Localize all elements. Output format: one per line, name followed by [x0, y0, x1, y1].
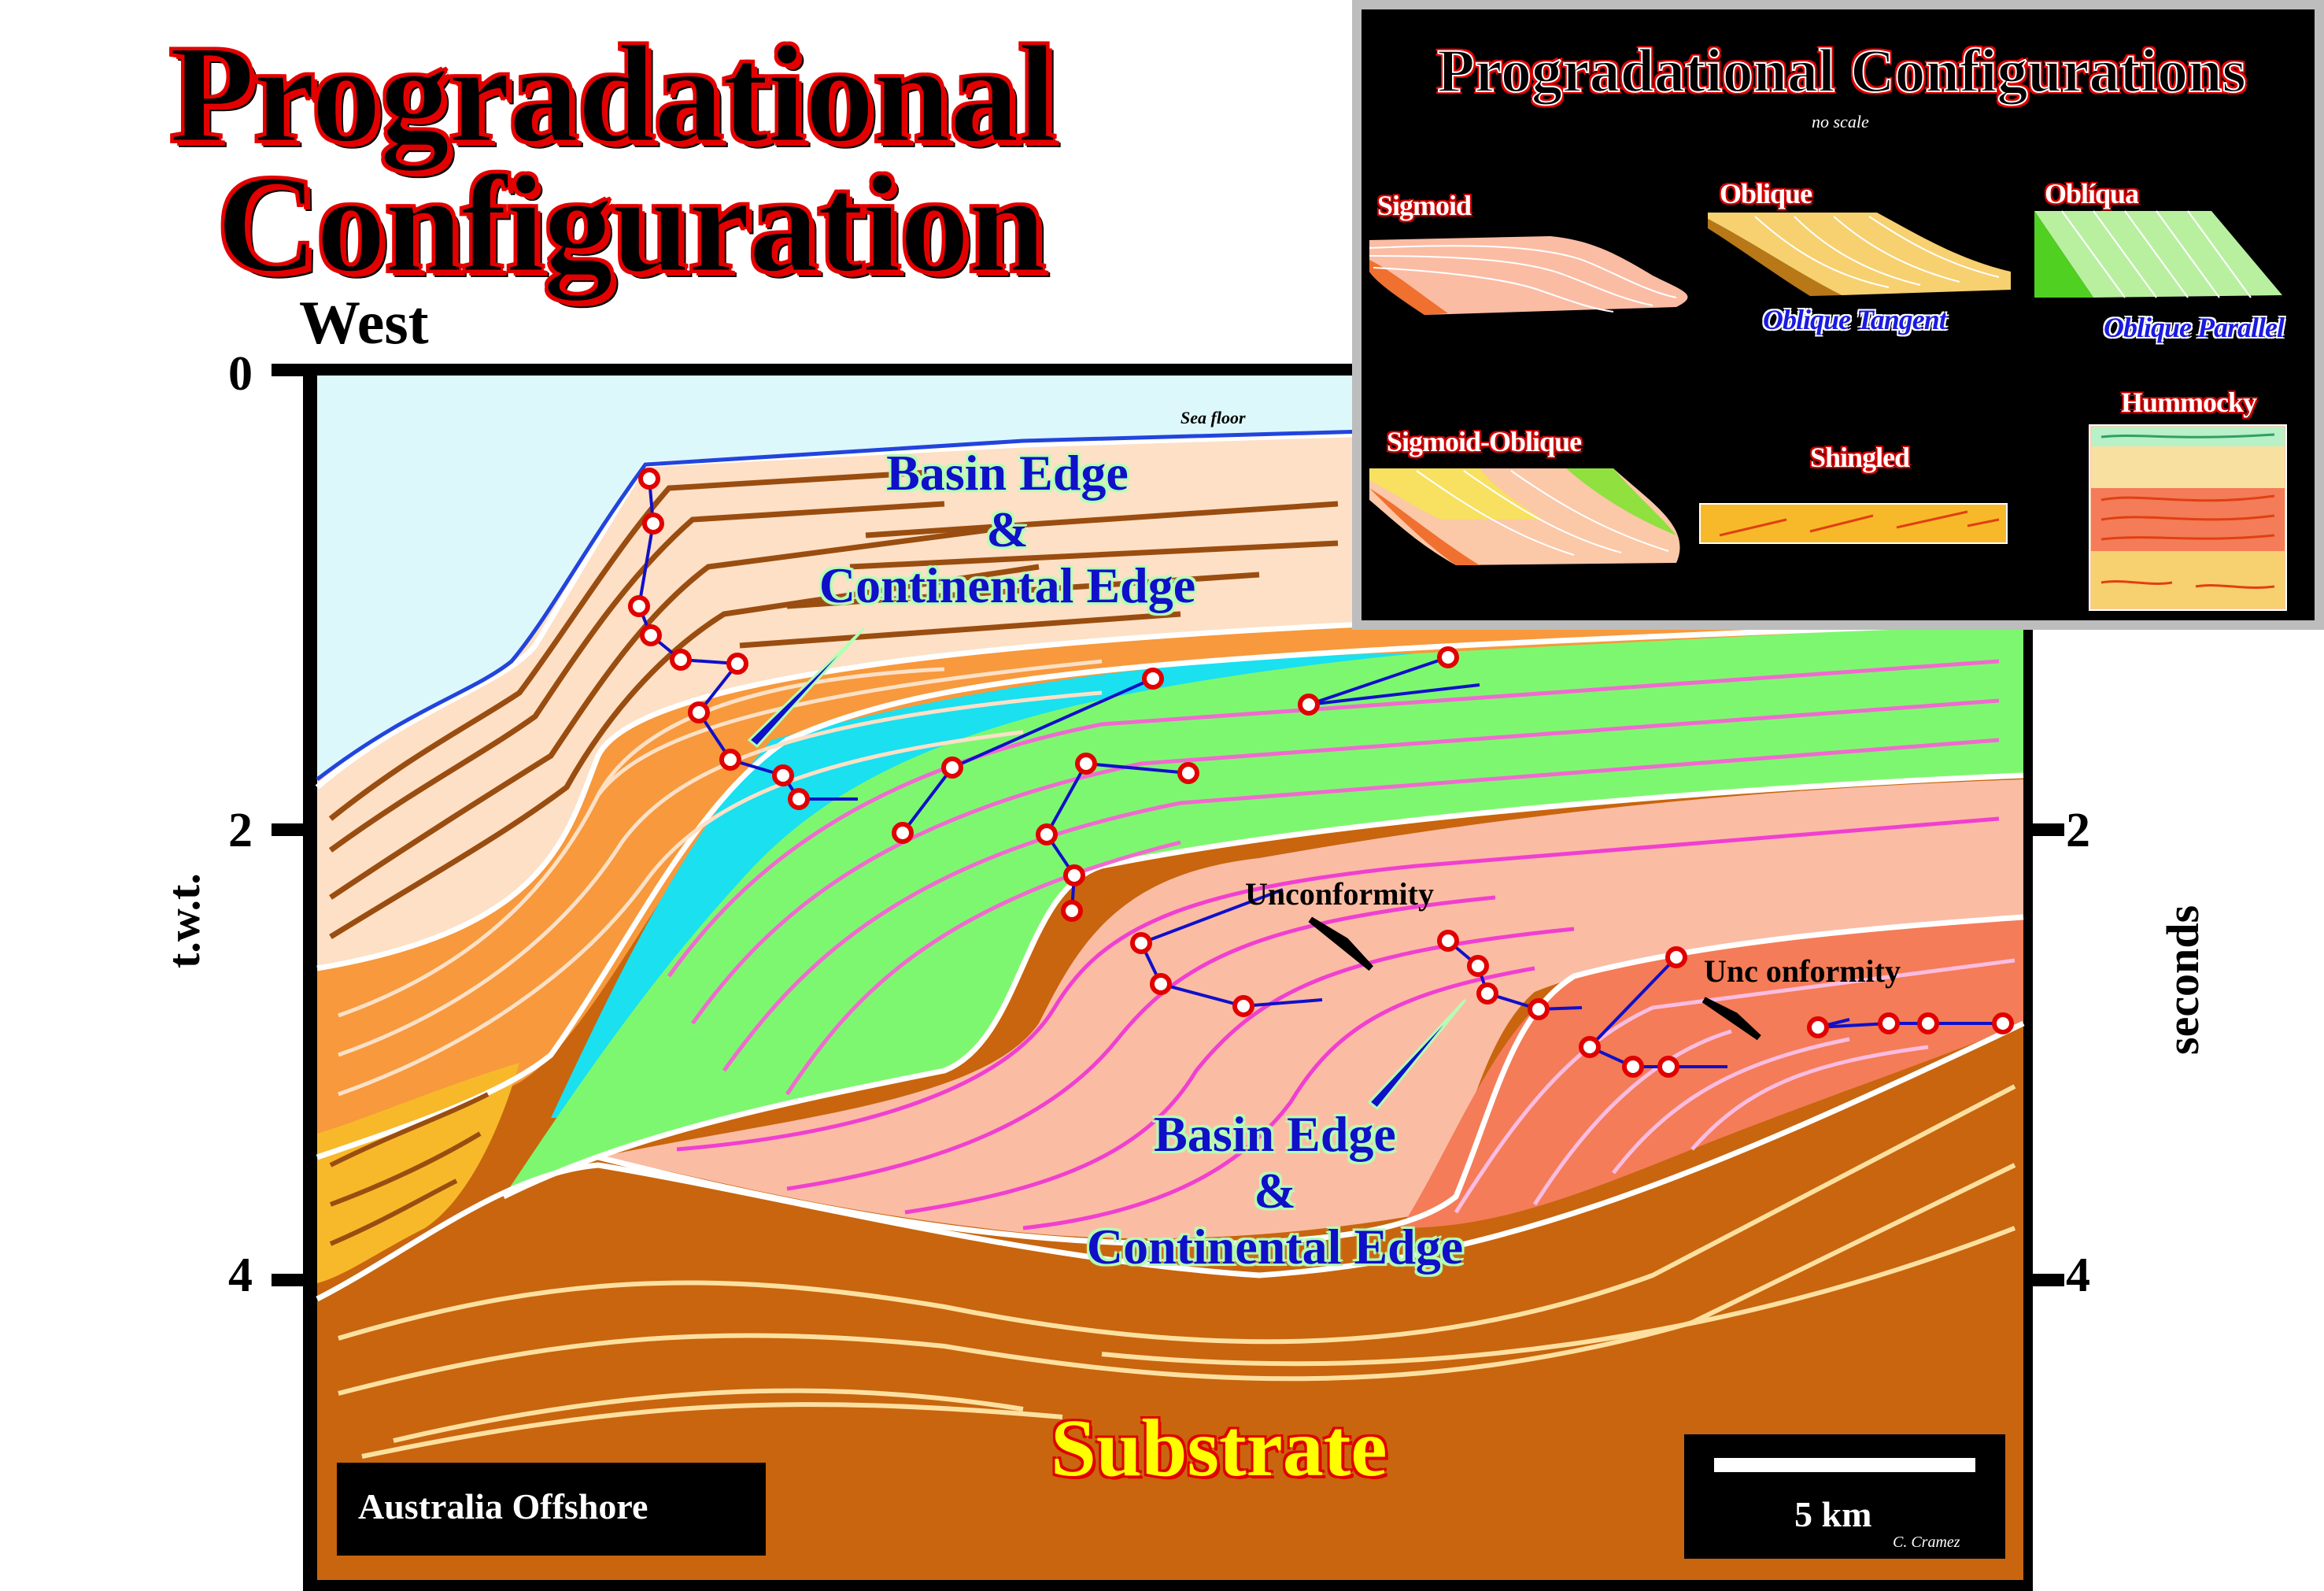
basin-edge-upper-line3: Continental Edge [818, 557, 1196, 614]
sea-floor-label: Sea floor [1180, 408, 1246, 427]
substrate-label: Substrate [1051, 1403, 1387, 1493]
location-box [337, 1463, 766, 1556]
direction-label: West [299, 288, 429, 357]
basin-edge-label-lower: Basin Edge & Continental Edge [1047, 1106, 1503, 1275]
unconformity-label-2: Unc onformity [1704, 953, 1901, 989]
axis-ticks [272, 364, 2064, 1286]
scale-box [1684, 1434, 2005, 1559]
unconformity-label-1: Unconformity [1245, 876, 1434, 912]
location-label: Australia Offshore [358, 1486, 648, 1526]
sea-floor-line [316, 411, 2024, 781]
sigmoid-diagram [1369, 236, 1688, 315]
page-title-line2: Configuration [216, 146, 1047, 302]
inset-label-obliqua: Oblíqua [2045, 178, 2139, 209]
inset-label-shingled: Shingled [1810, 442, 1910, 473]
oblique-parallel-diagram [2034, 210, 2282, 298]
orange-reflectors [338, 659, 1103, 1097]
right-tick-2: 2 [2066, 804, 2090, 857]
oblique-tangent-diagram [1708, 213, 2011, 296]
shingled-diagram [1699, 503, 2008, 544]
scale-label: 5 km [1794, 1494, 1872, 1534]
inset-label-hummocky: Hummocky [2121, 387, 2257, 418]
inset-label-oblique-tangent: Oblique Tangent [1763, 304, 1947, 335]
left-tick-4: 4 [228, 1249, 253, 1302]
sigmoid-oblique-diagram [1369, 468, 1680, 565]
left-tick-2: 2 [228, 804, 253, 857]
unit-boundaries [315, 410, 2025, 1302]
left-tick-0: 0 [228, 347, 253, 401]
orange-unit [317, 598, 2023, 1157]
inset-label-sigmoid-oblique: Sigmoid-Oblique [1387, 426, 1582, 457]
page-title-line1: Progradational [168, 16, 1059, 172]
scale-bar [1714, 1458, 1975, 1472]
red-reflectors [1454, 958, 2015, 1214]
basin-edge-upper-line1: Basin Edge [886, 445, 1129, 501]
inset-label-sigmoid: Sigmoid [1377, 190, 1472, 221]
pointer-arrows [747, 627, 1761, 1111]
yellow-reflectors [329, 1092, 490, 1246]
inset-label-oblique: Oblique [1720, 178, 1812, 209]
substrate-reflectors [338, 1084, 2016, 1459]
inset-title: Progradational Configurations [1436, 35, 2247, 105]
basin-edge-lower-line3: Continental Edge [1086, 1219, 1464, 1275]
basin-edge-lower-line2: & [1254, 1162, 1296, 1219]
basin-edge-upper-line2: & [986, 501, 1029, 557]
inset-no-scale: no scale [1812, 112, 1869, 131]
hummocky-diagram [2089, 424, 2287, 611]
right-tick-4: 4 [2066, 1249, 2090, 1302]
credit-label: C. Cramez [1893, 1534, 1960, 1551]
basin-edge-lower-line1: Basin Edge [1154, 1106, 1396, 1162]
basin-edge-label-upper: Basin Edge & Continental Edge [779, 445, 1236, 614]
pink-unit [598, 779, 2023, 1239]
trajectory-markers [628, 468, 2014, 1078]
red-orange-unit [1401, 917, 2023, 1228]
inset-label-oblique-parallel: Oblique Parallel [2104, 312, 2285, 343]
green-reflectors [667, 659, 2000, 1096]
